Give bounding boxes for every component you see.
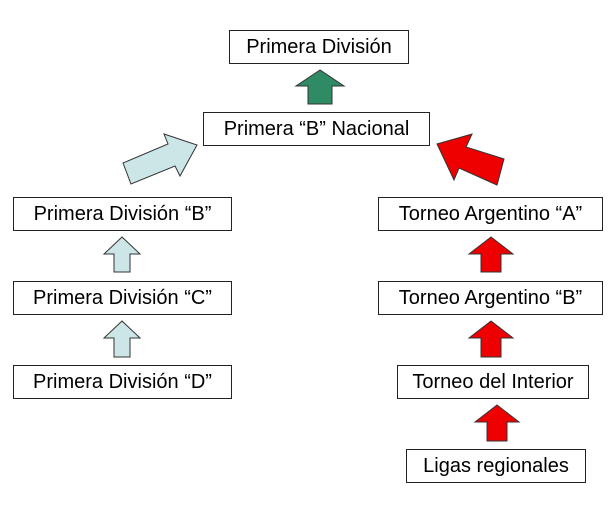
node-torneo-argentino-a: Torneo Argentino “A” xyxy=(378,197,603,231)
arrow-division-b-to-b-nacional xyxy=(122,133,198,185)
arrow-division-d-to-c xyxy=(102,320,142,358)
arrow-argentino-b-to-a xyxy=(467,236,515,273)
arrow-regionales-to-interior xyxy=(473,404,521,442)
arrow-division-c-to-b xyxy=(102,236,142,273)
arrow-interior-to-argentino-b xyxy=(467,320,515,358)
arrow-argentino-a-to-b-nacional xyxy=(436,133,505,186)
node-primera-b-nacional: Primera “B” Nacional xyxy=(203,112,430,146)
arrow-up-to-primera xyxy=(294,69,346,105)
node-primera-division-b: Primera División “B” xyxy=(13,197,232,231)
node-torneo-argentino-b: Torneo Argentino “B” xyxy=(378,281,603,315)
node-primera-division-c: Primera División “C” xyxy=(13,281,232,315)
node-primera-division: Primera División xyxy=(229,30,409,64)
node-torneo-del-interior: Torneo del Interior xyxy=(397,365,589,399)
node-primera-division-d: Primera División “D” xyxy=(13,365,232,399)
node-ligas-regionales: Ligas regionales xyxy=(406,449,586,483)
